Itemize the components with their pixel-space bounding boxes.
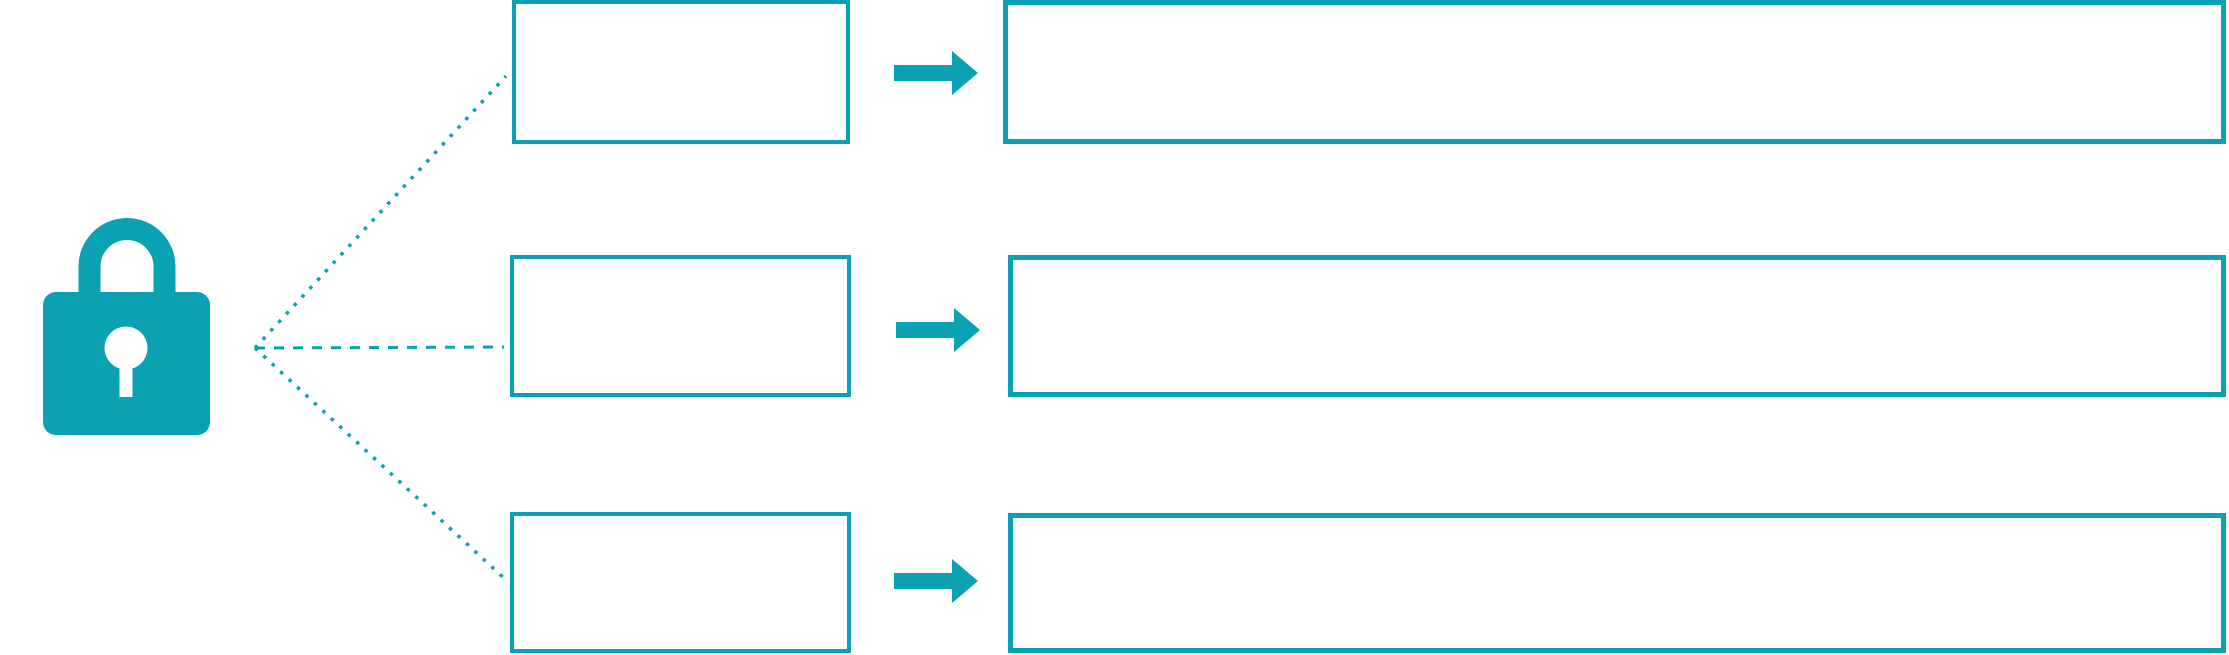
lock-icon-svg <box>43 218 210 435</box>
target-box-3 <box>1008 513 2226 653</box>
source-box-3 <box>510 512 851 653</box>
connector-line-bottom <box>253 346 508 582</box>
connector-line-top <box>253 74 508 350</box>
lock-icon <box>43 218 210 435</box>
right-arrow-icon-2 <box>896 308 980 352</box>
connector-line-middle <box>254 345 505 350</box>
target-box-1 <box>1003 0 2226 144</box>
target-box-2 <box>1008 255 2226 397</box>
source-box-2 <box>510 255 851 397</box>
right-arrow-icon-1 <box>894 51 978 95</box>
right-arrow-icon-3 <box>894 559 978 603</box>
source-box-1 <box>512 0 850 144</box>
